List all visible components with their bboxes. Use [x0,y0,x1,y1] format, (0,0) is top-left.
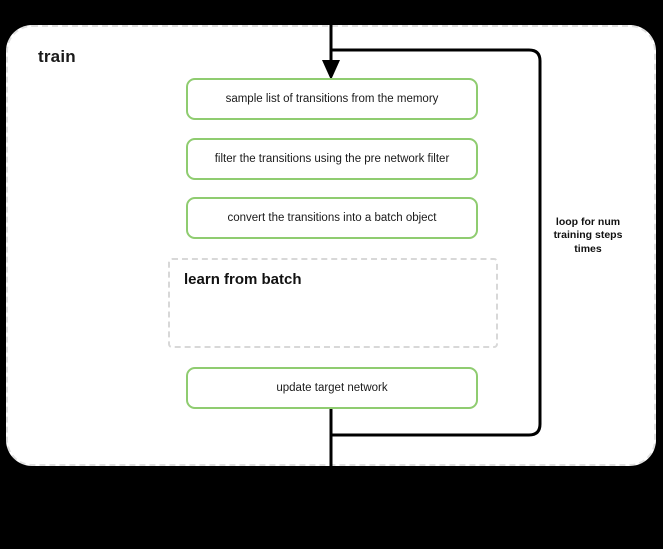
step-label: sample list of transitions from the memo… [225,92,439,105]
step-box-sample-transitions[interactable]: sample list of transitions from the memo… [186,78,478,120]
step-box-filter-transitions[interactable]: filter the transitions using the pre net… [186,138,478,180]
subblock-title: learn from batch [184,271,302,288]
step-label: convert the transitions into a batch obj… [227,211,437,224]
loop-label: loop for num training steps times [553,216,623,255]
subblock-learn-from-batch[interactable]: learn from batch [168,258,498,348]
step-label: update target network [276,381,388,394]
page-title: train [38,47,76,66]
step-box-convert-batch[interactable]: convert the transitions into a batch obj… [186,197,478,239]
step-label: filter the transitions using the pre net… [214,152,450,165]
step-box-update-target-network[interactable]: update target network [186,367,478,409]
